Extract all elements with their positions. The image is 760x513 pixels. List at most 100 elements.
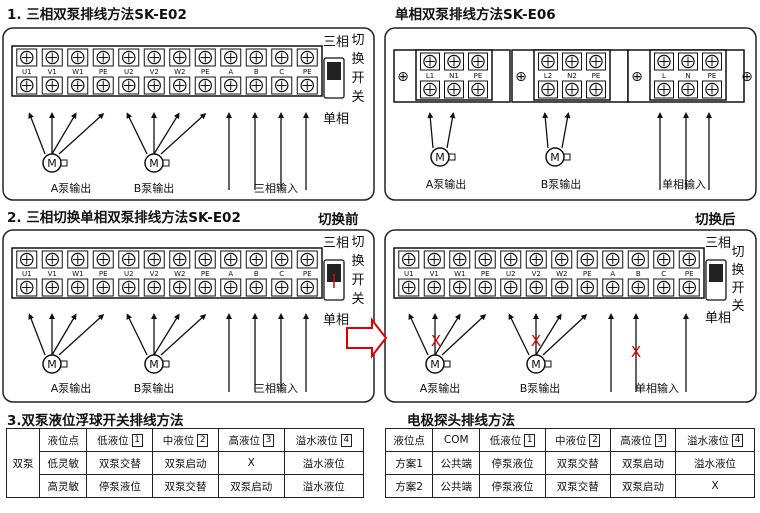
toggle-knob [709, 264, 723, 282]
table-cell: X [675, 474, 755, 498]
mount-hole-icon: ⊕ [515, 69, 527, 85]
mount-hole-icon: ⊕ [397, 69, 409, 85]
table-cell: 高灵敏 [38, 474, 88, 498]
screw-icon [300, 280, 314, 295]
screw-icon [45, 280, 59, 295]
switch-label-char: 切 [351, 235, 364, 250]
screw-icon [402, 252, 416, 267]
mount-hole-icon: ⊕ [741, 69, 753, 85]
pump-b-label: B泵输出 [134, 181, 175, 195]
switch-label-char: 开 [351, 273, 364, 288]
table-cell: X [217, 451, 285, 475]
screw-icon [275, 280, 289, 295]
screw-icon [45, 252, 59, 267]
screw-icon [453, 280, 467, 295]
switch-bottom-label: 单相 [705, 311, 731, 326]
screw-icon [198, 252, 212, 267]
heading-probe: 电极探头排线方法 [407, 413, 515, 429]
ground-icon [61, 159, 68, 167]
motor-label: M [550, 151, 560, 164]
screw-icon [631, 252, 645, 267]
screw-icon [71, 78, 85, 93]
terminal-label: W2 [174, 270, 185, 278]
screw-icon [504, 252, 518, 267]
table-cell: 溢水液位 [283, 474, 365, 498]
ground-icon [163, 360, 170, 368]
table-row: 低灵敏 双泵交替 双泵启动 X 溢水液位 [7, 451, 365, 475]
wire-arrow [542, 112, 549, 149]
screw-icon [423, 82, 437, 97]
screw-icon [45, 78, 59, 93]
float-group-cell: 双泵 [6, 428, 40, 498]
screw-icon [606, 280, 620, 295]
wire-arrow [126, 313, 148, 356]
screw-icon [681, 54, 695, 69]
heading-three-phase: 1. 三相双泵排线方法SK-E02 [7, 7, 187, 23]
table-cell: 低灵敏 [38, 451, 88, 475]
table-cell: 双泵交替 [544, 474, 611, 498]
screw-icon [300, 50, 314, 65]
table-row: 方案2 公共端 停泵液位 双泵交替 双泵启动 X [384, 474, 755, 498]
screw-icon [173, 78, 187, 93]
table-cell: 双泵交替 [152, 474, 219, 498]
terminal-block [393, 247, 705, 299]
screw-icon [300, 78, 314, 93]
heading-switch: 2. 三相切换单相双泵排线方法SK-E02 [7, 210, 241, 226]
motor-label: M [435, 151, 445, 164]
pump-a-label: A泵输出 [420, 381, 461, 395]
terminal-label: C [661, 270, 666, 278]
terminal-label: N2 [567, 72, 577, 80]
terminal-label: PE [303, 270, 312, 278]
motor-label: M [47, 358, 57, 371]
motor-label: M [149, 358, 159, 371]
screw-icon [122, 50, 136, 65]
wire-arrow [535, 313, 562, 356]
float-header-0: 液位点 [38, 428, 88, 452]
screw-icon [589, 82, 603, 97]
terminal-label: U1 [22, 68, 32, 76]
screw-icon [529, 280, 543, 295]
screw-icon [471, 54, 485, 69]
terminal-label: PE [99, 68, 108, 76]
screw-icon [580, 280, 594, 295]
screw-icon [555, 252, 569, 267]
motor-icon [430, 147, 450, 167]
screw-icon [96, 50, 110, 65]
wire-arrow [126, 112, 148, 155]
wire-arrow [28, 313, 46, 356]
motor-label: M [149, 157, 159, 170]
terminal-label: V1 [48, 68, 57, 76]
switch-label-char: 开 [731, 281, 744, 296]
wire-arrow [153, 313, 180, 356]
table-row: 方案1 公共端 停泵液位 双泵交替 双泵启动 溢水液位 [384, 451, 755, 475]
screw-icon [147, 280, 161, 295]
screw-icon [122, 78, 136, 93]
screw-icon [224, 78, 238, 93]
wire-arrow [508, 313, 530, 356]
table-cell: 双泵交替 [86, 451, 154, 475]
terminal-label: PE [685, 270, 694, 278]
terminal-label: A [610, 270, 615, 278]
screw-icon [96, 78, 110, 93]
terminal-label: L1 [426, 72, 434, 80]
terminal-label: U1 [404, 270, 414, 278]
table-cell: 双泵启动 [217, 474, 285, 498]
pump-a-label: A泵输出 [426, 177, 467, 191]
panel-three-phase [2, 27, 375, 201]
terminal-label: PE [99, 270, 108, 278]
screw-icon [249, 78, 263, 93]
toggle-knob [327, 264, 341, 282]
screw-icon [478, 252, 492, 267]
screw-icon [96, 280, 110, 295]
screw-icon [249, 50, 263, 65]
switch-bottom-label: 单相 [323, 112, 349, 127]
screw-icon [565, 54, 579, 69]
terminal-label: PE [481, 270, 490, 278]
screw-icon [657, 82, 671, 97]
three-phase-input-label: 三相输入 [254, 381, 298, 395]
terminal-label: W1 [454, 270, 465, 278]
screw-icon [249, 280, 263, 295]
